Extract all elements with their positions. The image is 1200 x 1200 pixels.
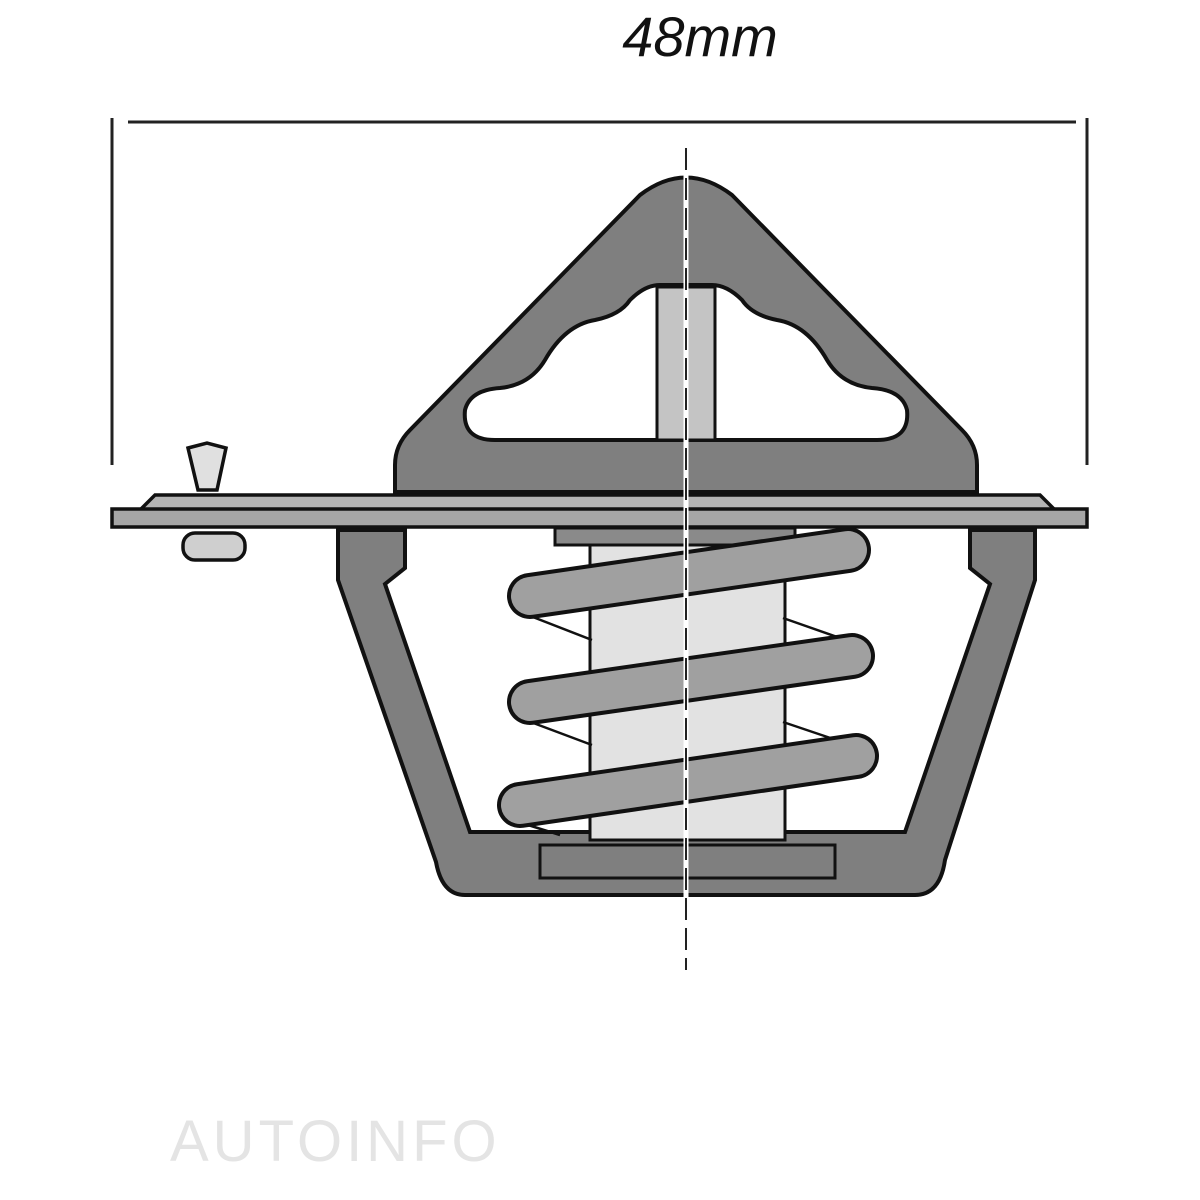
jiggle-valve-bottom — [181, 531, 247, 562]
jiggle-valve-top — [185, 441, 229, 492]
spring-coil — [511, 531, 867, 615]
lower-cage — [336, 528, 1037, 897]
dimension-lines — [110, 118, 1089, 465]
watermark-logo: AUTOINFO — [170, 1109, 501, 1174]
dimension-label: 48mm — [622, 5, 778, 68]
flange-lower — [110, 507, 1089, 529]
spring-coil — [511, 637, 871, 721]
